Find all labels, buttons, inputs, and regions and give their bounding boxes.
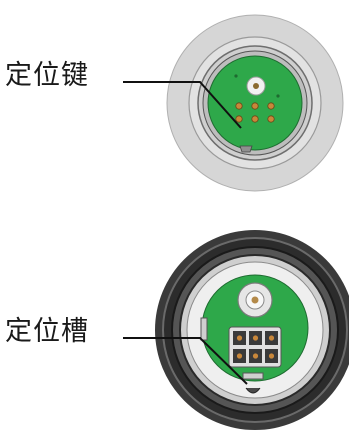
top-leader-line <box>123 81 242 129</box>
bottom-bottom-clip <box>242 372 264 380</box>
bottom-pin-sockets <box>233 331 278 363</box>
locating-key-label: 定位键 <box>5 60 89 91</box>
bottom-left-clip <box>200 317 208 341</box>
top-pin-block <box>235 102 275 123</box>
bottom-locating-slot <box>245 387 261 394</box>
top-connector <box>166 14 344 192</box>
bottom-connector <box>155 230 349 430</box>
bottom-leader-line <box>123 337 248 385</box>
top-center-pin <box>253 83 259 89</box>
top-locating-key <box>239 145 253 153</box>
locating-slot-label: 定位槽 <box>5 316 89 347</box>
